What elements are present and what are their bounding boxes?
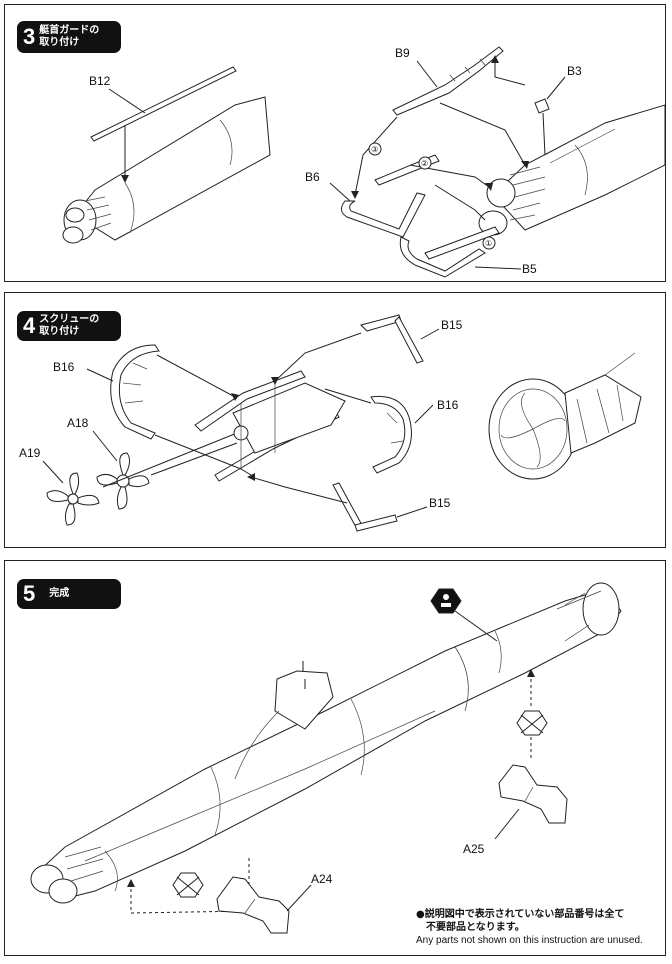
- leader-b12: [108, 88, 146, 114]
- unused-parts-note: ●説明図中で表示されていない部品番号は全て 不要部品となります。 Any par…: [416, 908, 666, 947]
- step-4-diagram: B16 A18 A19: [19, 314, 642, 532]
- part-b3: [534, 98, 550, 156]
- assembled-propeller: [488, 352, 642, 480]
- label-a25: A25: [463, 842, 485, 856]
- leader-b3: [546, 76, 566, 100]
- part-b5: [399, 226, 500, 278]
- order-mark-2: ②: [421, 159, 428, 168]
- label-b15-top: B15: [441, 318, 463, 332]
- label-b16-left: B16: [53, 360, 75, 374]
- part-b16-left: [110, 344, 160, 440]
- label-b16-right: B16: [437, 398, 459, 412]
- part-b16-right: [370, 395, 412, 474]
- step-4-badge: 4 スクリューの 取り付け: [17, 311, 121, 341]
- step-4-panel: 4 スクリューの 取り付け B16 A18: [4, 292, 666, 548]
- label-a24: A24: [311, 872, 333, 886]
- leader-b6: [329, 182, 351, 202]
- step-3-badge: 3 艇首ガードの 取り付け: [17, 21, 121, 53]
- part-a24: [216, 876, 290, 934]
- part-b9: [392, 46, 504, 116]
- part-propeller-frame: [194, 370, 346, 482]
- leader-a25: [494, 808, 520, 840]
- label-a18: A18: [67, 416, 89, 430]
- step-5-panel: 5 完成: [4, 560, 666, 956]
- part-b15-bottom: [332, 482, 398, 532]
- step-5-diagram: A25 A24: [30, 582, 622, 934]
- step-title: 完成: [49, 588, 70, 599]
- no-glue-icon-top: [430, 588, 462, 614]
- hull-bow-right: [478, 104, 666, 236]
- no-glue-icon-mid: [516, 710, 548, 736]
- step-3-diagram: B12 B9 B3: [62, 46, 666, 278]
- part-a25: [498, 764, 568, 824]
- label-b12: B12: [89, 74, 111, 88]
- leader-b15-bottom: [396, 506, 428, 518]
- note-jp-line2: 不要部品となります。: [426, 922, 525, 933]
- label-b3: B3: [567, 64, 582, 78]
- leader-a24: [286, 884, 312, 912]
- step-number: 5: [23, 581, 36, 606]
- note-jp-line1: ●説明図中で表示されていない部品番号は全て: [416, 909, 625, 920]
- label-a19: A19: [19, 446, 41, 460]
- no-glue-icon-bottom: [172, 872, 204, 898]
- hull-bow-left: [62, 96, 271, 244]
- step-title: 艇首ガードの 取り付け: [39, 25, 100, 48]
- leader-b5: [474, 266, 522, 270]
- label-b5: B5: [522, 262, 537, 276]
- leader-b15-top: [420, 328, 440, 340]
- leader-a18: [92, 430, 118, 462]
- submarine-hull: [30, 582, 622, 904]
- leader-b16-left: [86, 368, 114, 382]
- step-3-panel: 3 艇首ガードの 取り付け B12: [4, 4, 666, 282]
- leader-a19: [42, 460, 64, 484]
- order-mark-1: ①: [485, 239, 492, 248]
- leader-b9: [416, 60, 438, 88]
- part-b15-top: [360, 314, 424, 364]
- step-title: スクリューの 取り付け: [39, 314, 100, 337]
- step-5-badge: 5 完成: [17, 579, 121, 609]
- order-mark-3: ③: [371, 145, 378, 154]
- part-a19: [46, 472, 100, 526]
- label-b9: B9: [395, 46, 410, 60]
- step-number: 4: [23, 313, 36, 338]
- part-a18: [96, 452, 150, 510]
- note-english: Any parts not shown on this instruction …: [416, 935, 643, 946]
- step-number: 3: [23, 24, 36, 49]
- label-b15-bottom: B15: [429, 496, 451, 510]
- leader-b16-right: [414, 404, 434, 424]
- label-b6: B6: [305, 170, 320, 184]
